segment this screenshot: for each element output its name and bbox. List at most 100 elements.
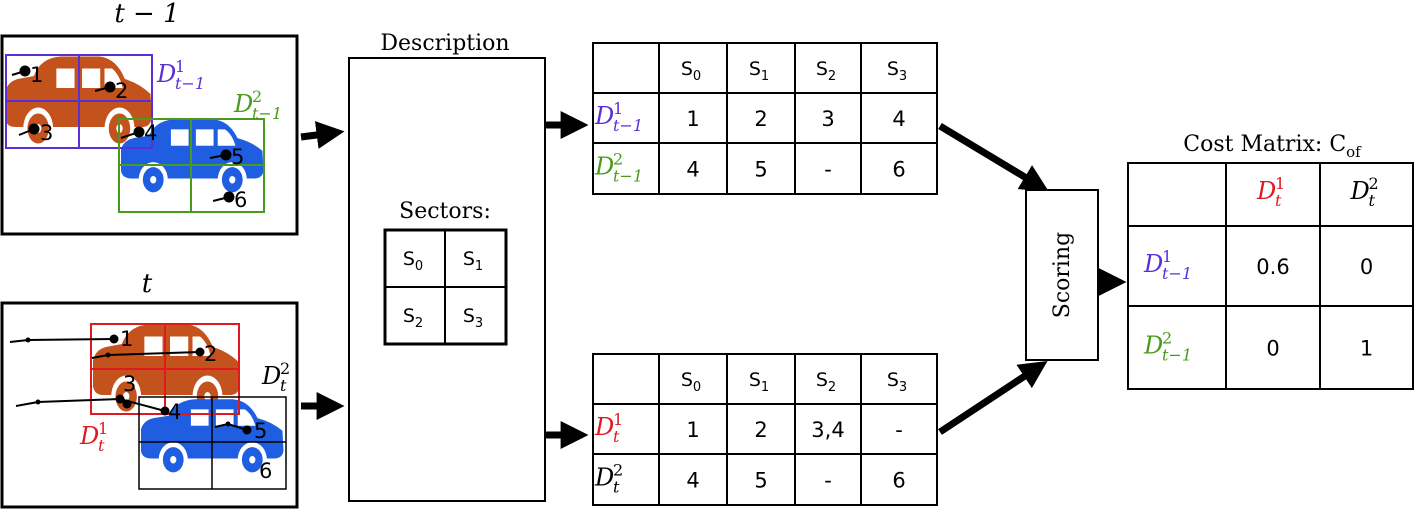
svg-text:D: D xyxy=(1256,177,1276,205)
svg-text:S1: S1 xyxy=(749,369,769,395)
prev-keypoint-labels: 1 2 3 4 5 6 xyxy=(30,63,247,212)
svg-text:2: 2 xyxy=(1162,329,1172,348)
prev-kp-2: 2 xyxy=(115,79,128,103)
prev-kp-6: 6 xyxy=(234,188,247,212)
table-cell: 6 xyxy=(892,158,905,182)
sector-cell-0: S0 xyxy=(403,248,423,274)
svg-text:2: 2 xyxy=(613,461,623,480)
cost-matrix-cell: 1 xyxy=(1360,337,1373,361)
svg-text:S0: S0 xyxy=(403,248,423,274)
table-cell: - xyxy=(824,469,832,493)
svg-text:1: 1 xyxy=(613,410,623,429)
svg-text:t−1: t−1 xyxy=(1162,264,1192,283)
svg-text:t: t xyxy=(98,436,105,455)
cost-matrix-frame xyxy=(1127,162,1414,390)
curr-keypoints xyxy=(25,334,252,435)
curr-kp-5: 5 xyxy=(254,419,267,443)
svg-text:D: D xyxy=(156,60,176,88)
svg-text:1: 1 xyxy=(1162,247,1172,266)
scoring-box xyxy=(1025,189,1099,361)
cost-matrix-column-header: D2t xyxy=(1350,174,1379,210)
curr-keypoint-labels: 1 2 3 4 5 6 xyxy=(120,327,272,483)
prev-1-label: D 1 t−1 xyxy=(156,57,205,93)
cost-matrix-cell: 0 xyxy=(1266,337,1279,361)
table-cell: 6 xyxy=(892,469,905,493)
curr-kp-6: 6 xyxy=(259,459,272,483)
svg-text:t: t xyxy=(613,427,620,446)
svg-text:S2: S2 xyxy=(816,58,836,84)
svg-text:S1: S1 xyxy=(463,248,483,274)
svg-text:t: t xyxy=(1369,191,1376,210)
svg-text:t: t xyxy=(1275,191,1282,210)
curr-2-box xyxy=(138,396,287,490)
cost-matrix-column-header: D1t xyxy=(1256,174,1285,210)
table-cell: 1 xyxy=(686,107,699,131)
svg-text:1: 1 xyxy=(1275,174,1285,193)
cost-matrix-row-header: D2t−1 xyxy=(1143,329,1192,365)
svg-text:S2: S2 xyxy=(816,369,836,395)
table-header-cell: S2 xyxy=(816,58,836,84)
svg-text:D: D xyxy=(1350,177,1370,205)
svg-text:2: 2 xyxy=(252,87,262,106)
curr-2-label: D 2 t xyxy=(261,359,290,395)
svg-text:t−1: t−1 xyxy=(613,167,643,186)
sectors-grid xyxy=(383,228,508,346)
description-title: Description xyxy=(380,31,509,56)
svg-text:2: 2 xyxy=(613,150,623,169)
curr-kp-4: 4 xyxy=(168,400,181,424)
svg-text:1: 1 xyxy=(98,419,108,438)
table-cell: 4 xyxy=(892,107,905,131)
table-cell: 3 xyxy=(821,107,834,131)
table-row-label: D2t−1 xyxy=(594,150,643,186)
table-header-cell: S3 xyxy=(887,369,907,395)
svg-text:D: D xyxy=(594,413,614,441)
svg-text:D: D xyxy=(594,102,614,130)
svg-text:t−1: t−1 xyxy=(1162,346,1192,365)
svg-text:t−1: t−1 xyxy=(613,116,643,135)
table-cell: 3,4 xyxy=(811,418,844,442)
svg-text:t−1: t−1 xyxy=(252,104,282,123)
svg-text:t: t xyxy=(613,478,620,497)
table-frame xyxy=(592,353,938,506)
svg-text:D: D xyxy=(594,464,614,492)
flow-arrows xyxy=(300,111,1127,449)
svg-text:D: D xyxy=(594,153,614,181)
svg-text:S2: S2 xyxy=(403,305,423,331)
prev-keypoints xyxy=(11,65,235,203)
prev-kp-1: 1 xyxy=(30,63,43,87)
table-cell: - xyxy=(895,418,903,442)
curr-kp-1: 1 xyxy=(120,327,133,351)
table-cell: 1 xyxy=(686,418,699,442)
svg-text:D: D xyxy=(261,362,281,390)
svg-text:t−1: t−1 xyxy=(175,74,205,93)
sector-cell-1: S1 xyxy=(463,248,483,274)
sector-cell-2: S2 xyxy=(403,305,423,331)
prev-kp-4: 4 xyxy=(144,121,157,145)
table-header-cell: S3 xyxy=(887,58,907,84)
svg-text:S0: S0 xyxy=(681,58,701,84)
svg-text:2: 2 xyxy=(280,359,290,378)
svg-text:S3: S3 xyxy=(887,58,907,84)
table-cell: 2 xyxy=(754,418,767,442)
cost-matrix-cell: 0.6 xyxy=(1256,255,1289,279)
table-header-cell: S0 xyxy=(681,58,701,84)
table-cell: - xyxy=(824,158,832,182)
table-cell: 4 xyxy=(686,469,699,493)
prev-kp-5: 5 xyxy=(231,145,244,169)
svg-text:S0: S0 xyxy=(681,369,701,395)
table-cell: 4 xyxy=(686,158,699,182)
table-header-cell: S0 xyxy=(681,369,701,395)
svg-text:S1: S1 xyxy=(749,58,769,84)
curr-1-label: D 1 t xyxy=(79,419,108,455)
svg-text:1: 1 xyxy=(175,57,185,76)
table-row-label: D1t−1 xyxy=(594,99,643,135)
table-cell: 2 xyxy=(754,107,767,131)
svg-text:D: D xyxy=(79,422,99,450)
table-row-label: D1t xyxy=(594,410,623,446)
svg-text:S3: S3 xyxy=(887,369,907,395)
curr-kp-2: 2 xyxy=(204,342,217,366)
sector-cell-3: S3 xyxy=(463,305,483,331)
